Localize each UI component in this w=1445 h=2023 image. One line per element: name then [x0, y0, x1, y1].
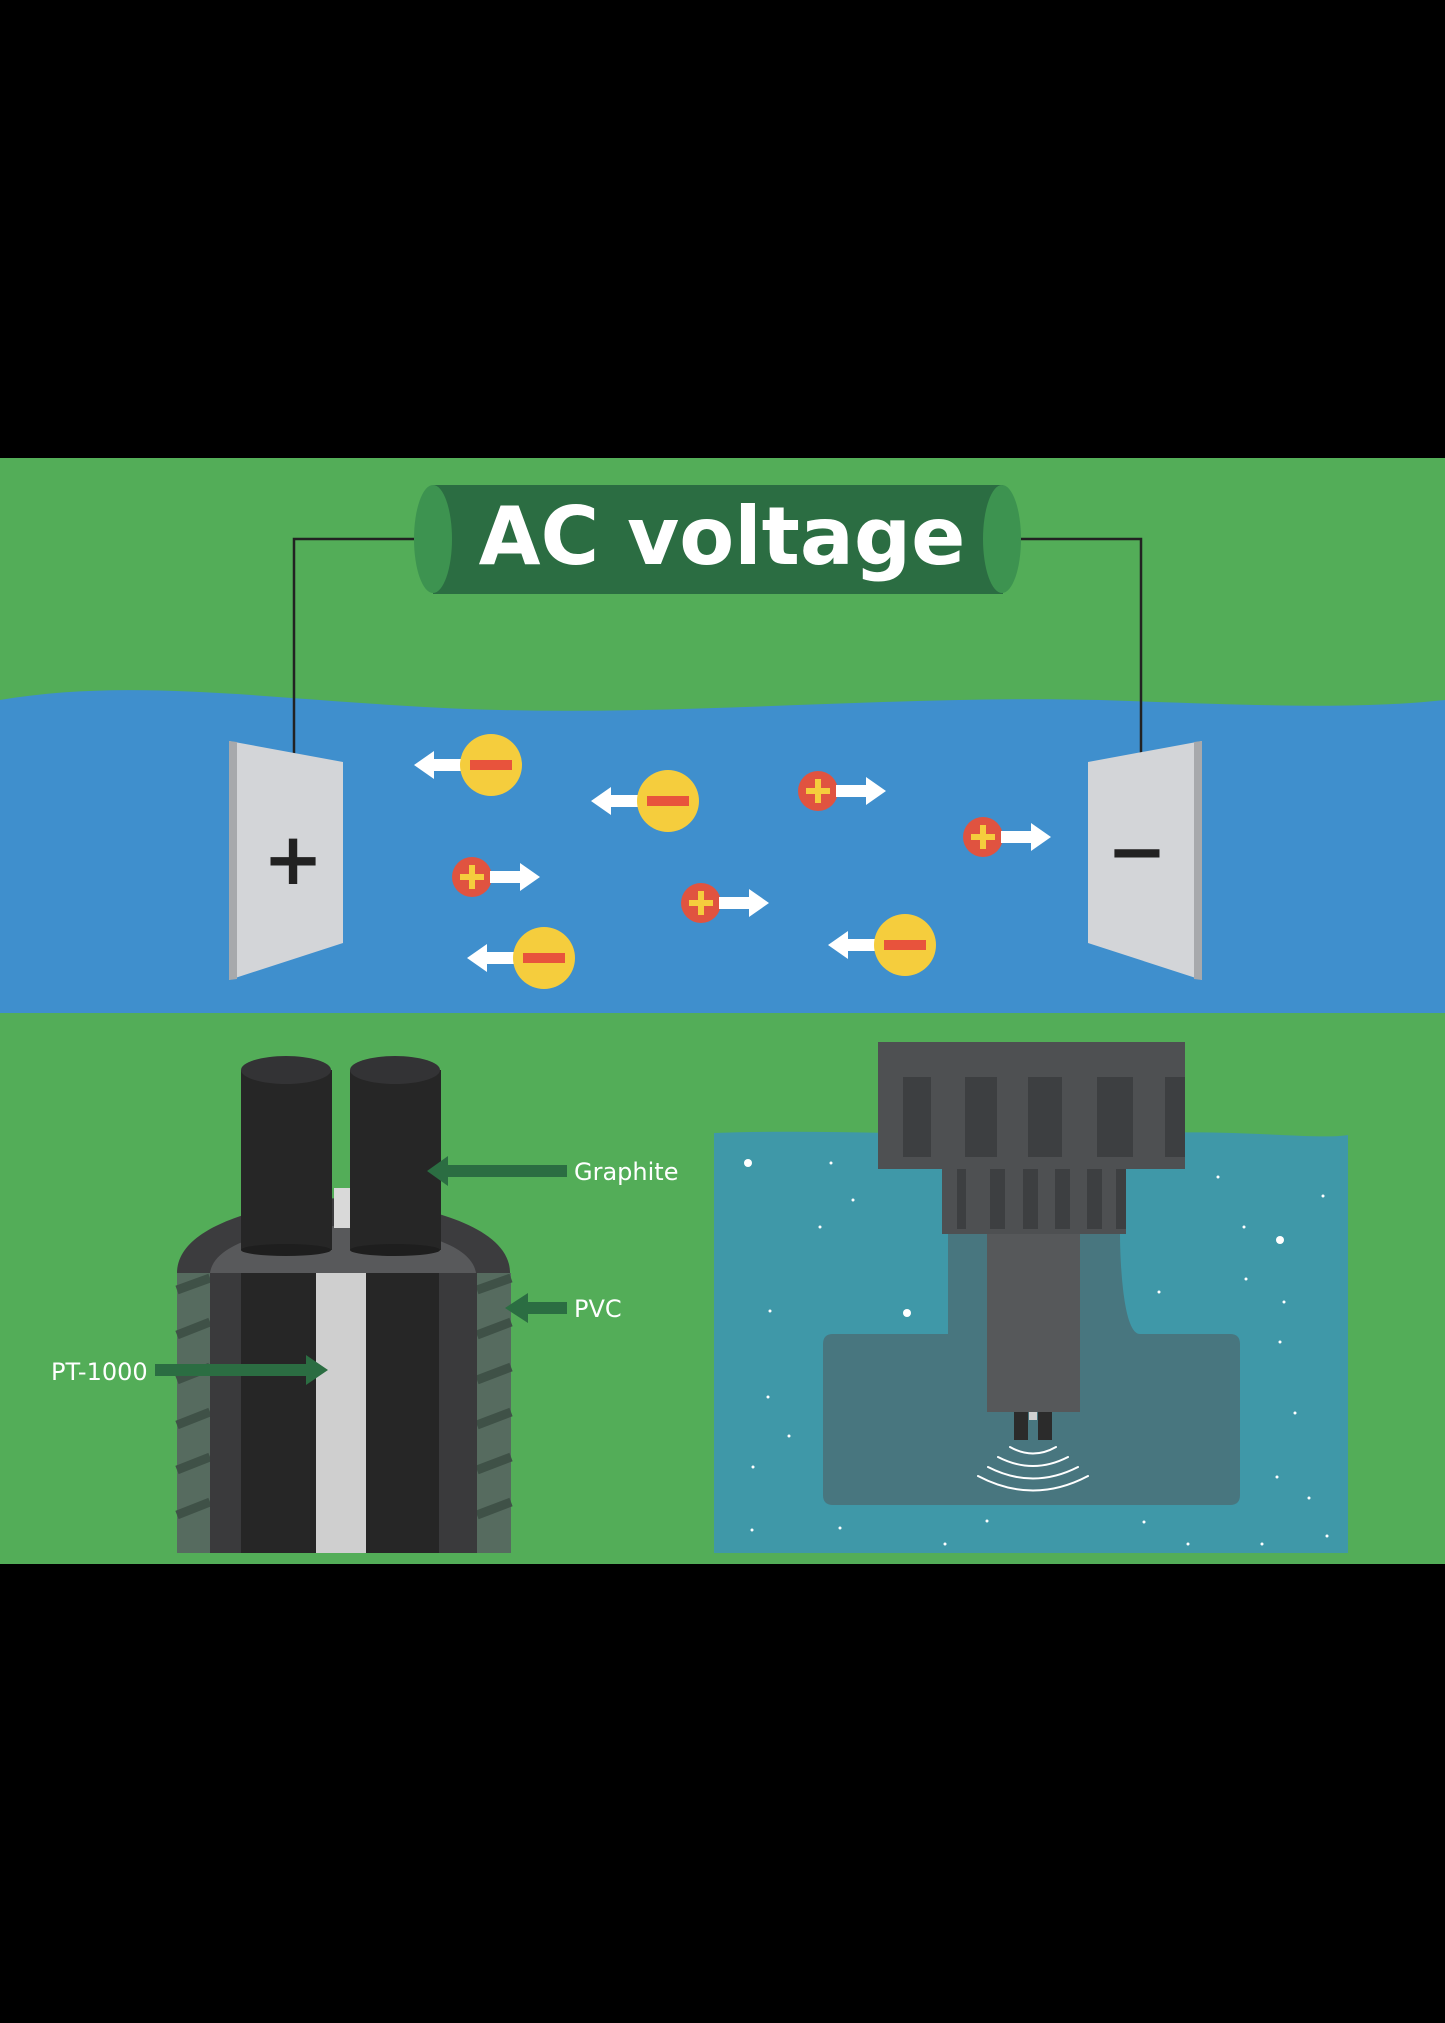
- bubbles: [744, 1159, 1329, 1546]
- sensor-pin-left: [1014, 1412, 1028, 1440]
- title: AC voltage: [479, 490, 966, 583]
- graphite-rod-left-bottom: [241, 1244, 331, 1256]
- anion-arrow-left: [414, 751, 464, 779]
- graphite-arrow: [427, 1156, 567, 1186]
- plus-sign-v: [469, 865, 475, 889]
- minus-sign: [647, 796, 689, 806]
- pvc-hatching: [175, 1273, 513, 1520]
- immersed-sensor-scene: [714, 1042, 1348, 1553]
- wires: [292, 537, 1143, 754]
- right-wire: [1002, 537, 1143, 754]
- inner-graphite-right: [366, 1273, 439, 1553]
- negative-plate: [1088, 741, 1202, 980]
- ions: [414, 734, 1051, 989]
- sensor-pin-center: [1029, 1412, 1037, 1420]
- cation-arrow-right: [1001, 823, 1051, 851]
- graphite-rod-right: [350, 1070, 441, 1250]
- cation: [681, 883, 769, 923]
- graphite-rod-left: [241, 1070, 332, 1250]
- cation-arrow-right: [719, 889, 769, 917]
- anion-arrow-left: [467, 944, 517, 972]
- minus-sign: [523, 953, 565, 963]
- positive-electrode: +: [229, 741, 343, 980]
- pvc-arrow: [505, 1293, 567, 1323]
- anion: [467, 927, 575, 989]
- water-band: [0, 690, 1445, 1013]
- sensor-shaft: [987, 1234, 1080, 1412]
- anion: [828, 914, 936, 976]
- sensor-pin-right: [1038, 1412, 1052, 1440]
- negative-sign: −: [1107, 809, 1167, 893]
- negative-electrode: −: [1088, 741, 1202, 980]
- anion-arrow-left: [828, 931, 878, 959]
- sensor-collar-ribs: [957, 1169, 1126, 1229]
- anion-arrow-left: [591, 787, 641, 815]
- pt1000-label: PT-1000: [51, 1358, 148, 1386]
- cylinder-left-cap: [414, 485, 452, 593]
- cation: [798, 771, 886, 811]
- positive-sign: +: [263, 817, 323, 901]
- graphite-rod-right-bottom: [350, 1244, 440, 1256]
- graphite-rod-left-top: [241, 1056, 331, 1084]
- positive-plate-edge: [229, 741, 237, 980]
- cation: [452, 857, 540, 897]
- plus-sign-v: [815, 779, 821, 803]
- minus-sign: [884, 940, 926, 950]
- plus-sign-v: [698, 891, 704, 915]
- sensor-head-ribs: [903, 1077, 1185, 1157]
- label-arrows: [155, 1156, 567, 1385]
- signal-waves: [977, 1446, 1089, 1492]
- cylinder-body: [433, 485, 1003, 594]
- cation: [963, 817, 1051, 857]
- graphite-label: Graphite: [574, 1158, 678, 1186]
- negative-plate-edge: [1194, 741, 1202, 980]
- positive-plate: [229, 741, 343, 980]
- anion: [591, 770, 699, 832]
- cation-arrow-right: [490, 863, 540, 891]
- cylinder-right-cap: [983, 485, 1021, 593]
- pt1000-arrow: [155, 1355, 328, 1385]
- plus-sign-v: [980, 825, 986, 849]
- anion: [414, 734, 522, 796]
- graphite-rod-right-top: [350, 1056, 440, 1084]
- sensor-cross-section: [175, 1056, 513, 1553]
- pt1000-element: [316, 1273, 366, 1553]
- inner-graphite-left: [241, 1273, 316, 1553]
- ac-voltage-source: AC voltage: [414, 485, 1021, 594]
- left-wire: [292, 537, 433, 754]
- cation-arrow-right: [836, 777, 886, 805]
- minus-sign: [470, 760, 512, 770]
- pvc-label: PVC: [574, 1295, 622, 1323]
